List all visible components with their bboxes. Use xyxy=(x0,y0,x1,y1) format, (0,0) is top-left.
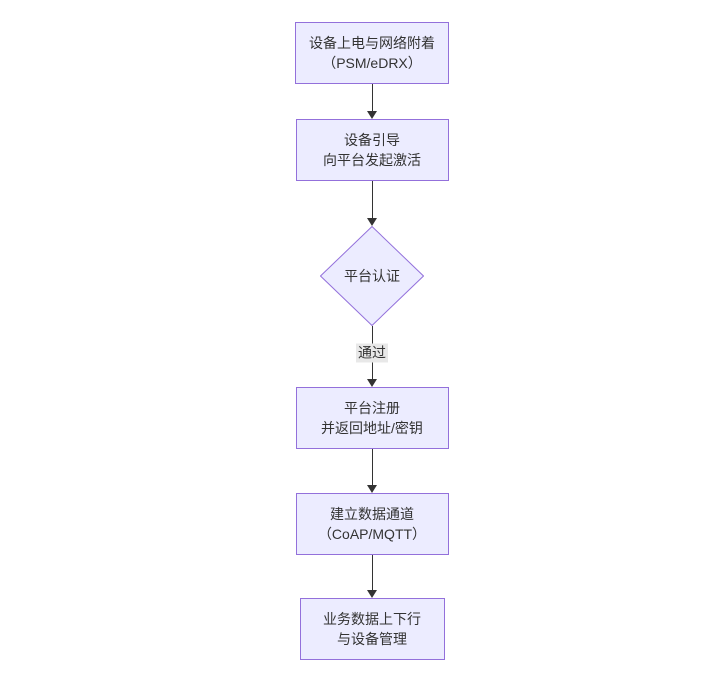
node-text-line: 设备引导 xyxy=(344,132,400,148)
diamond-shape xyxy=(320,226,424,326)
node-text-line: （CoAP/MQTT） xyxy=(317,526,427,542)
node-power-attach: 设备上电与网络附着 （PSM/eDRX） xyxy=(295,22,449,84)
node-text-line: （PSM/eDRX） xyxy=(322,55,422,71)
node-text-line: 业务数据上下行 xyxy=(323,611,421,627)
flowchart: 设备上电与网络附着 （PSM/eDRX） 设备引导 向平台发起激活 平台认证 通… xyxy=(295,22,449,660)
node-text-line: 向平台发起激活 xyxy=(323,152,421,168)
arrow-head-icon xyxy=(367,111,377,119)
node-text-line: 建立数据通道 xyxy=(330,506,414,522)
edge-arrow-pass: 通过 xyxy=(342,326,402,387)
node-data-channel: 建立数据通道 （CoAP/MQTT） xyxy=(295,493,449,555)
decision-label: 平台认证 xyxy=(344,268,400,284)
edge-arrow xyxy=(342,181,402,226)
node-bootstrap: 设备引导 向平台发起激活 xyxy=(295,119,449,181)
arrow-shaft xyxy=(371,84,373,111)
arrow-shaft xyxy=(371,555,373,590)
edge-label-pass: 通过 xyxy=(356,343,388,363)
arrow-shaft xyxy=(371,181,373,218)
edge-arrow xyxy=(342,555,402,598)
decision-platform-auth: 平台认证 xyxy=(320,226,424,326)
arrow-shaft xyxy=(371,449,373,485)
edge-arrow xyxy=(342,449,402,493)
node-text-line: 平台注册 xyxy=(344,400,400,416)
arrow-head-icon xyxy=(367,218,377,226)
arrow-head-icon xyxy=(367,379,377,387)
node-text-line: 并返回地址/密钥 xyxy=(321,420,423,436)
node-text-line: 与设备管理 xyxy=(337,631,407,647)
node-register: 平台注册 并返回地址/密钥 xyxy=(295,387,449,449)
arrow-head-icon xyxy=(367,485,377,493)
node-text-line: 设备上电与网络附着 xyxy=(309,35,435,51)
edge-arrow xyxy=(342,84,402,119)
node-business-data: 业务数据上下行 与设备管理 xyxy=(299,598,445,660)
arrow-head-icon xyxy=(367,590,377,598)
